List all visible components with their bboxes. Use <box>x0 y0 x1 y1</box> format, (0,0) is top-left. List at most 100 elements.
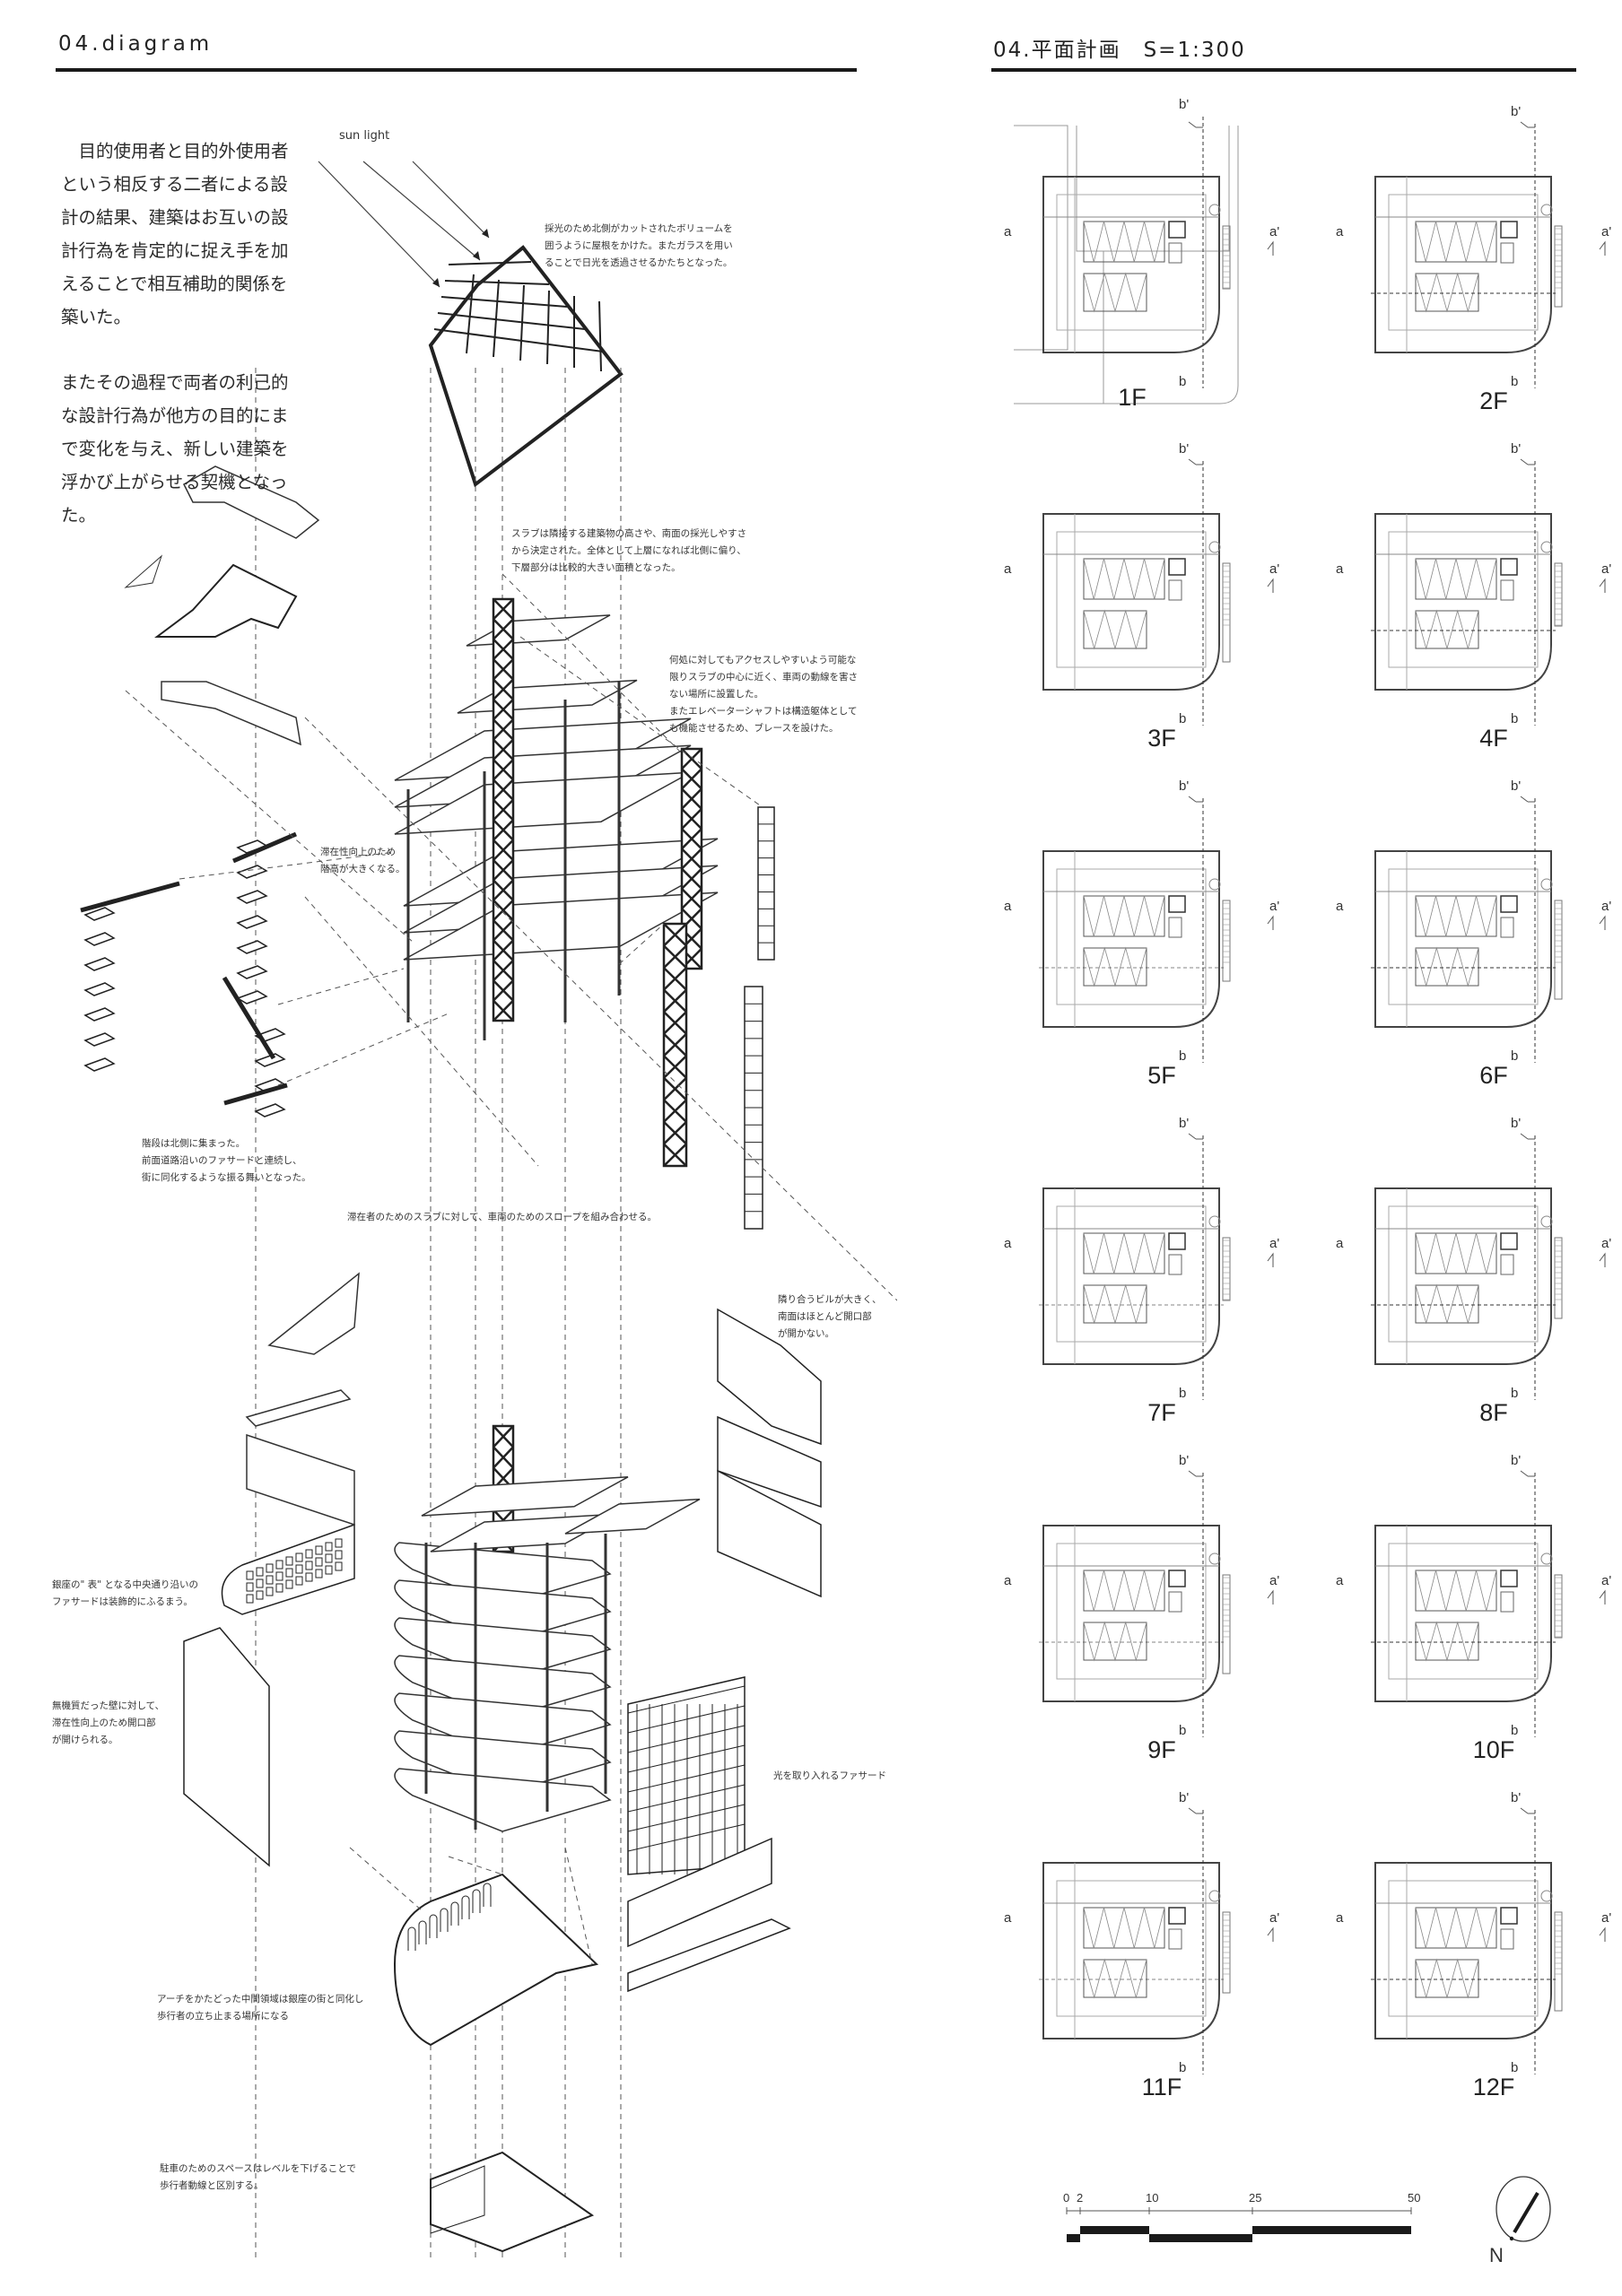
plan-drawing <box>1371 796 1606 1063</box>
sun-light-label: sun light <box>339 129 390 143</box>
section-mark-a-prime: a' <box>1269 1236 1280 1251</box>
scale-tick-label: 50 <box>1408 2191 1421 2205</box>
section-mark-a-prime: a' <box>1601 1573 1612 1588</box>
facade-window <box>256 1567 264 1577</box>
arch-opening <box>440 1908 449 1932</box>
facade-window <box>305 1572 313 1582</box>
facade-window <box>325 1542 333 1552</box>
section-mark-a-prime: a' <box>1269 1573 1280 1588</box>
wall-panel <box>246 1433 355 1526</box>
arch-opening <box>472 1889 481 1913</box>
section-mark-a: a <box>1004 1236 1012 1251</box>
floor-plan-header-rule <box>991 68 1576 72</box>
section-mark-b: b <box>1511 711 1519 726</box>
section-mark-b-prime: b' <box>1511 1453 1522 1468</box>
projection-guide-line <box>349 1847 423 1911</box>
stair-flight <box>236 915 268 929</box>
stair-flight <box>236 865 268 879</box>
section-mark-b: b <box>1179 2060 1187 2075</box>
facade-window <box>275 1560 283 1570</box>
stair-flight <box>236 890 268 904</box>
scale-tick-label: 25 <box>1249 2191 1262 2205</box>
curved-floor-slab <box>394 1617 612 1682</box>
arch-base <box>393 1873 599 2047</box>
arch-opening <box>418 1920 427 1944</box>
section-mark-b: b <box>1511 1723 1519 1738</box>
arrowhead-icon <box>482 229 489 238</box>
neighbor-volume <box>183 465 320 539</box>
floor-label: 1F <box>1118 384 1147 411</box>
note-arch: アーチをかたどった中間領域は銀座の街と同化し 歩行者の立ち止まる場所になる <box>157 1994 364 2022</box>
light-facade <box>627 1676 746 1875</box>
roof-grid-line <box>493 279 500 358</box>
roof-grid-line <box>546 290 550 365</box>
facade-window <box>275 1583 283 1593</box>
section-mark-a: a <box>1336 224 1344 239</box>
roof-grid-line <box>466 274 475 354</box>
curved-floor-slab <box>394 1730 612 1795</box>
projection-guide-line <box>564 1847 593 1965</box>
section-mark-a-prime: a' <box>1601 1910 1612 1926</box>
side-wall-with-openings <box>183 1627 270 1867</box>
section-mark-b-prime: b' <box>1179 97 1190 112</box>
section-mark-b: b <box>1511 374 1519 389</box>
floor-label: 9F <box>1147 1736 1176 1763</box>
stair-flight <box>83 982 116 996</box>
scale-tick-label: 10 <box>1146 2191 1159 2205</box>
section-mark-a: a <box>1336 899 1344 914</box>
note-stairs: 階段は北側に集まった。 前面道路沿いのファサードと連続し、 街に同化するような振… <box>142 1138 311 1183</box>
curved-floor-slab <box>394 1768 612 1832</box>
section-mark-a-prime: a' <box>1601 1236 1612 1251</box>
section-mark-b-prime: b' <box>1179 441 1190 457</box>
facade-window <box>315 1545 323 1555</box>
section-mark-a: a <box>1004 561 1012 577</box>
section-mark-b: b <box>1179 374 1187 389</box>
stair-flight <box>236 940 268 954</box>
elevator-shaft-casing <box>757 806 775 961</box>
plan-drawing <box>1039 1807 1274 2074</box>
projection-guide-line <box>277 1013 449 1086</box>
arch-opening <box>429 1914 438 1938</box>
projection-guide-line <box>519 636 763 808</box>
scale-tick-label: 0 <box>1063 2191 1070 2205</box>
note-floor-height: 滞在性向上のため 階高が大きくなる。 <box>320 847 406 874</box>
stair-rail <box>223 1083 288 1106</box>
projection-guide-line <box>304 717 897 1301</box>
projection-guide-line <box>618 923 665 965</box>
stair-flight <box>83 1057 116 1072</box>
scale-tick-label: 2 <box>1077 2191 1084 2205</box>
facade-mullion <box>627 1685 746 1714</box>
roof-grid-line <box>519 284 525 361</box>
section-mark-b: b <box>1179 1048 1187 1064</box>
wall-strip <box>245 1389 352 1427</box>
facade-window <box>275 1571 283 1581</box>
plan-drawing <box>1039 796 1274 1063</box>
floor-label: 2F <box>1479 387 1508 414</box>
section-mark-a-prime: a' <box>1269 899 1280 914</box>
arch-opening <box>461 1895 470 1919</box>
curved-floor-slab <box>394 1542 612 1606</box>
floor-label: 7F <box>1147 1399 1176 1426</box>
arch-opening <box>407 1926 416 1951</box>
sun-ray-arrow-icon <box>362 161 481 261</box>
section-mark-b-prime: b' <box>1179 1790 1190 1805</box>
section-mark-a: a <box>1336 561 1344 577</box>
wall-strip <box>717 1415 822 1509</box>
section-mark-b: b <box>1511 1386 1519 1401</box>
facade-window <box>335 1538 343 1548</box>
projection-guide-line <box>501 573 683 754</box>
intro-text: 目的使用者と目的外使用者という相反する二者による設計の結果、建築はお互いの設計行… <box>61 135 303 564</box>
section-mark-a-prime: a' <box>1601 561 1612 577</box>
section-mark-b: b <box>1511 1048 1519 1064</box>
ginza-facade <box>221 1523 355 1615</box>
arch-opening <box>450 1901 459 1926</box>
diagram-header-rule <box>56 68 857 72</box>
arch-opening <box>483 1883 492 1907</box>
floor-slab <box>564 1498 701 1535</box>
roof-grid-line <box>444 280 550 285</box>
wall-strip <box>627 1918 791 1993</box>
section-mark-b-prime: b' <box>1511 441 1522 457</box>
plan-drawing <box>1014 117 1274 404</box>
